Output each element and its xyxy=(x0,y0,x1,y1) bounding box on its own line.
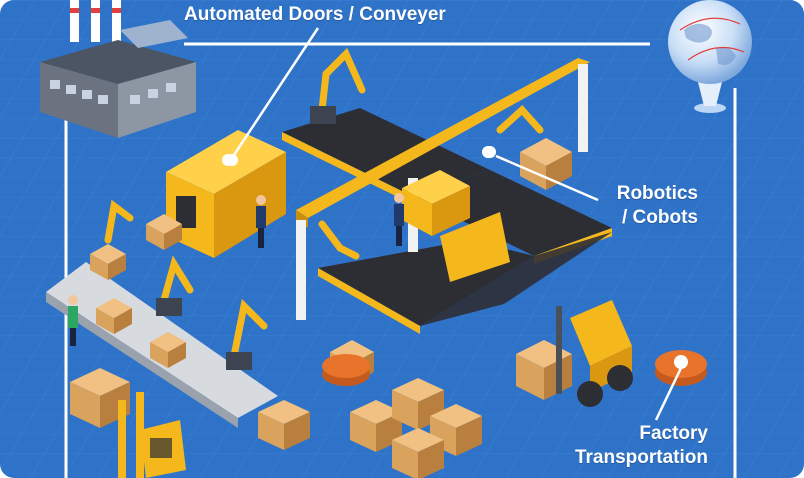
factory-building-icon xyxy=(40,0,196,138)
forklift-left xyxy=(118,392,186,478)
forklift-right xyxy=(556,300,633,407)
callout-lines xyxy=(230,27,683,421)
label-robotics: Robotics / Cobots xyxy=(600,182,698,230)
robot-arms xyxy=(104,47,544,360)
label-robotics-line2: / Cobots xyxy=(622,207,698,228)
label-transport-line1: Factory xyxy=(639,423,708,444)
conveyor-belts xyxy=(46,108,612,428)
label-automated-doors-text: Automated Doors / Conveyer xyxy=(184,4,446,25)
workers xyxy=(68,193,404,346)
label-robotics-line1: Robotics xyxy=(616,183,698,204)
label-factory-transportation: Factory Transportation xyxy=(556,422,708,470)
label-automated-doors: Automated Doors / Conveyer xyxy=(184,3,446,27)
callout-dots xyxy=(226,146,687,368)
label-transport-line2: Transportation xyxy=(574,447,708,468)
robot-bases xyxy=(156,106,336,370)
globe-icon xyxy=(668,0,752,113)
robotic-cell xyxy=(402,146,510,282)
